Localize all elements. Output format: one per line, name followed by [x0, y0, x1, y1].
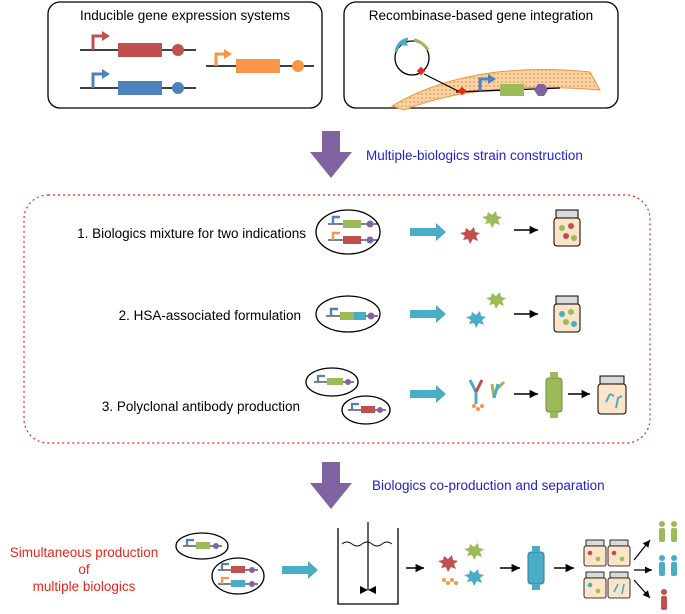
process-arrow: [410, 223, 446, 241]
product-vials: [583, 539, 631, 599]
plasmid: [394, 37, 461, 93]
green-protein: [464, 543, 484, 560]
application-row-3: 3. Polyclonal antibody production: [102, 367, 627, 425]
antibody-icon: [468, 379, 506, 411]
coproduction-arrow: [310, 462, 352, 509]
construction-label: Multiple-biologics strain construction: [366, 148, 583, 163]
red-gene-cassette: [80, 31, 196, 57]
green-protein: [486, 292, 506, 309]
application-row-2: 2. HSA-associated formulation: [119, 292, 581, 333]
inducible-expression-panel: Inducible gene expression systems: [47, 1, 323, 109]
chromatography-column: [527, 546, 545, 590]
orange-gene-cassette: [206, 49, 314, 73]
application-1-label: 1. Biologics mixture for two indications: [77, 226, 306, 241]
bottom-line-1: Simultaneous production: [10, 545, 159, 560]
integrated-cassette: [455, 74, 561, 96]
teal-protein: [466, 311, 486, 328]
inducible-panel-title: Inducible gene expression systems: [80, 8, 290, 23]
blue-gene-cassette: [80, 69, 196, 95]
red-protein: [438, 555, 458, 572]
process-arrow: [410, 305, 446, 323]
teal-protein: [464, 569, 484, 586]
patient-group-green-icon: [659, 521, 677, 542]
process-arrow: [282, 561, 318, 579]
application-2-label: 2. HSA-associated formulation: [119, 308, 301, 323]
red-protein: [460, 227, 480, 244]
patient-group-red-icon: [661, 589, 667, 610]
product-vial: [597, 375, 627, 415]
applications-box: [23, 194, 651, 444]
recombinase-panel: Recombinase-based gene integration: [343, 1, 619, 111]
process-arrow: [410, 385, 446, 403]
bioreactor: [337, 522, 399, 605]
bottom-title: Simultaneous production of multiple biol…: [10, 545, 159, 594]
coproduction-label: Biologics co-production and separation: [372, 478, 605, 493]
bottom-line-3: multiple biologics: [33, 579, 136, 594]
application-row-1: 1. Biologics mixture for two indications: [77, 209, 581, 255]
strain-cell: [211, 557, 265, 595]
product-vial: [553, 209, 581, 247]
patient-group-blue-icon: [659, 555, 677, 576]
cell-wall-arc: [390, 69, 601, 111]
bottom-line-2: of: [78, 562, 90, 577]
recombinase-panel-title: Recombinase-based gene integration: [369, 8, 593, 23]
construction-arrow: [310, 131, 352, 178]
antibody-fragments: [442, 578, 458, 585]
application-3-label: 3. Polyclonal antibody production: [102, 399, 300, 414]
green-protein: [482, 211, 502, 228]
strain-cell: [315, 209, 381, 255]
product-vial: [553, 295, 581, 333]
chromatography-column: [545, 372, 563, 418]
